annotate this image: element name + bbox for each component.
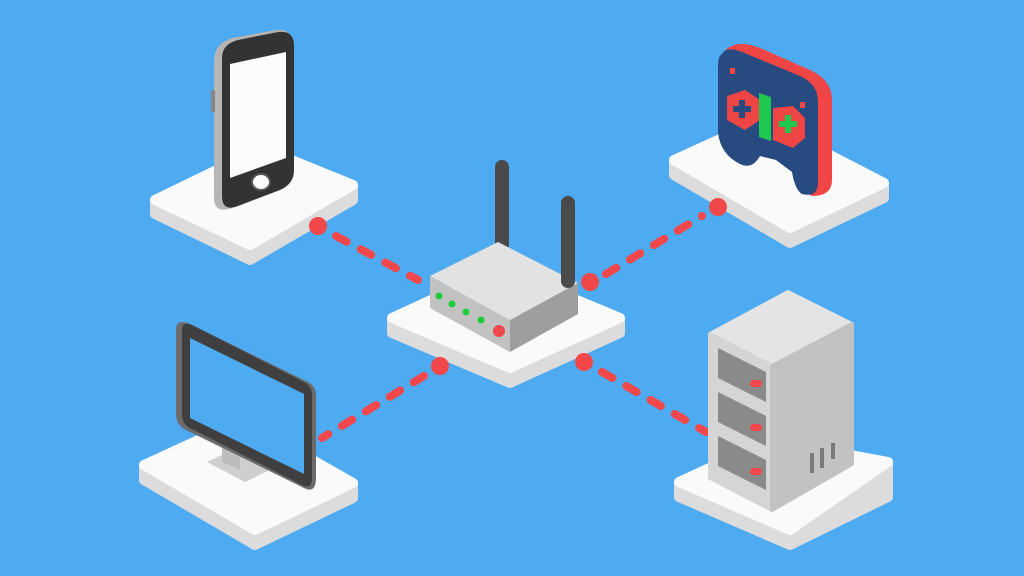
server-side — [770, 322, 854, 512]
endpoint-dot — [581, 273, 599, 291]
endpoint-dot — [309, 217, 327, 235]
vent-slots — [810, 443, 835, 473]
server-icon — [708, 290, 854, 512]
smartphone-icon — [211, 29, 294, 210]
drive-indicator — [750, 468, 762, 475]
drive-bay — [718, 436, 766, 490]
endpoint-dot — [431, 357, 449, 375]
endpoint-dot — [575, 353, 593, 371]
phone-screen — [230, 52, 286, 178]
endpoint-dot — [709, 198, 727, 216]
status-led — [435, 292, 443, 300]
antenna-right — [561, 196, 575, 288]
drive-indicator — [750, 424, 762, 431]
status-led — [462, 308, 470, 316]
dpad-cross — [733, 100, 751, 118]
router-icon — [430, 160, 578, 352]
connection-links — [318, 212, 710, 442]
power-led — [493, 325, 505, 337]
router-side — [510, 283, 578, 352]
status-led — [477, 316, 485, 324]
drive-bay — [718, 392, 766, 446]
vent-slot — [810, 453, 814, 473]
action-cross — [779, 115, 797, 133]
antenna-left — [495, 160, 509, 252]
vent-slot — [831, 443, 835, 459]
link-router-server — [598, 368, 710, 436]
monitor-screen — [190, 338, 304, 474]
router-top — [430, 242, 578, 320]
center-bar — [759, 93, 771, 141]
link-router-monitor — [318, 372, 428, 442]
drive-bay — [718, 348, 766, 402]
link-router-gamepad — [602, 212, 706, 278]
drive-indicator — [750, 380, 762, 387]
link-endpoints — [309, 198, 727, 375]
select-button — [730, 68, 735, 74]
start-button — [800, 102, 805, 108]
router-front — [430, 276, 510, 352]
gamepad-icon — [718, 44, 832, 196]
link-phone-router — [332, 232, 422, 284]
home-button — [251, 173, 271, 191]
status-led — [448, 300, 456, 308]
vent-slot — [820, 448, 824, 468]
monitor-icon — [176, 322, 316, 490]
drive-bays — [718, 348, 766, 490]
volume-button — [211, 90, 215, 112]
